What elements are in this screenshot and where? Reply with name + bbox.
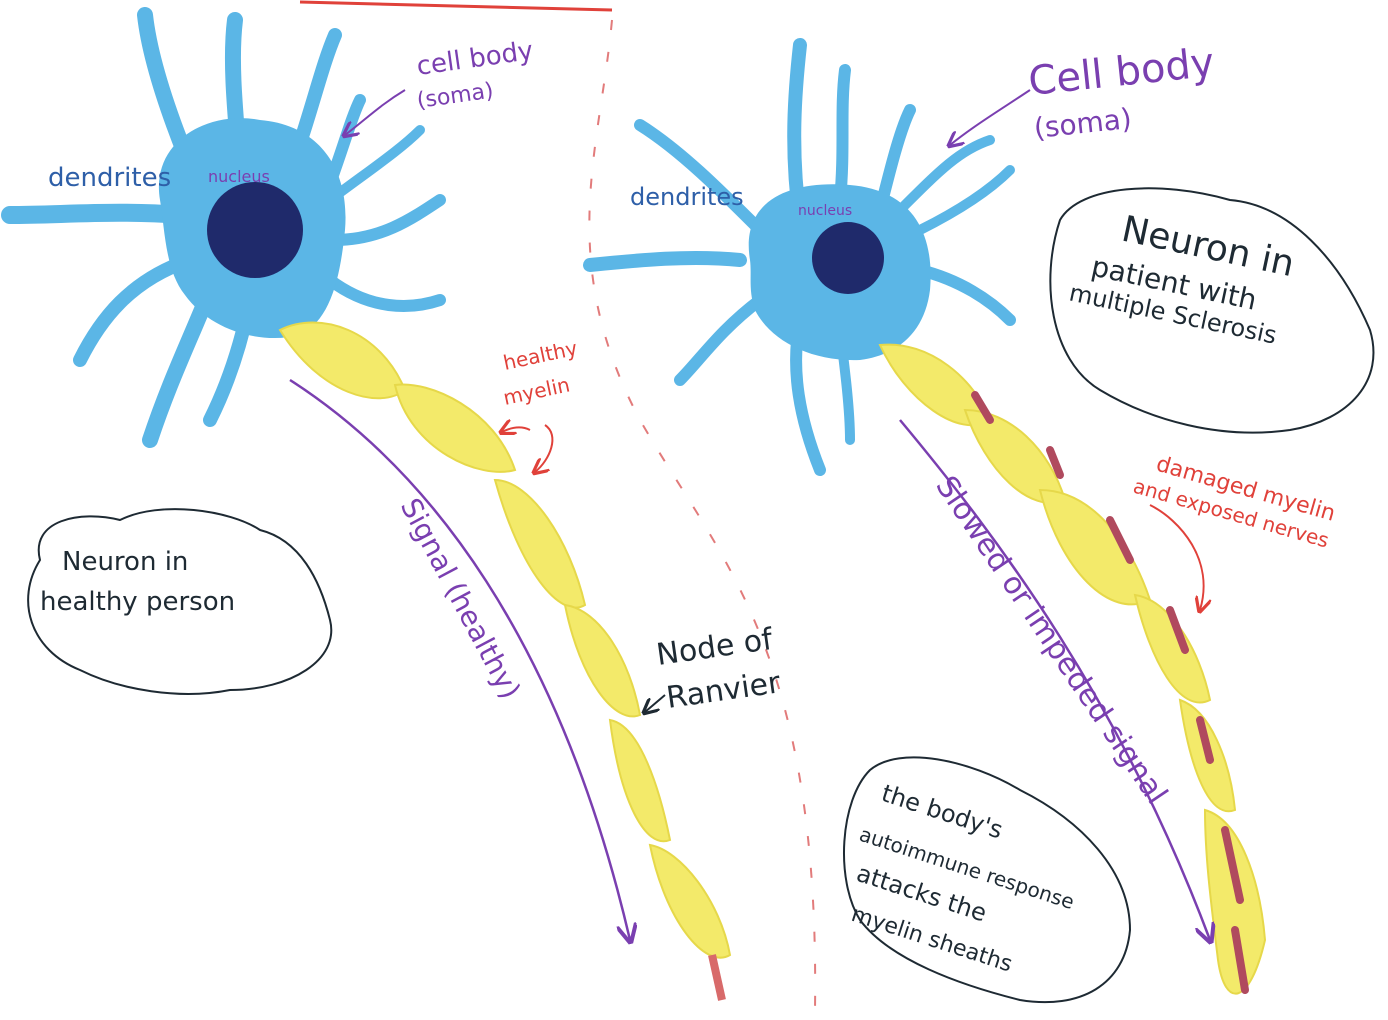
left-nucleus (207, 182, 303, 278)
left-myelin-line2: myelin (501, 372, 572, 409)
left-caption-line1: Neuron in (62, 547, 188, 577)
left-node-line2: Ranvier (664, 665, 783, 716)
right-cell-body-line2: (soma) (1032, 102, 1133, 145)
right-nucleus-label: nucleus (798, 203, 852, 219)
top-red-line (300, 2, 612, 10)
left-axon-terminal (712, 955, 722, 1000)
left-dendrites-label: dendrites (48, 163, 171, 193)
left-myelin-line1: healthy (501, 336, 580, 375)
left-caption-line2: healthy person (40, 587, 235, 617)
left-node-line1: Node of (654, 622, 776, 673)
right-damage-arrow (1150, 505, 1204, 610)
left-signal-arrow (290, 380, 630, 940)
right-nucleus (812, 222, 884, 294)
left-cell-body-line1: cell body (415, 36, 535, 82)
left-cell-body-label: cell body (soma) (415, 36, 535, 114)
left-myelin-arrow2 (502, 427, 530, 432)
left-cell-body-line2: (soma) (415, 78, 495, 113)
right-dendrites-label: dendrites (630, 183, 744, 211)
left-node-arrow (645, 695, 665, 712)
right-cell-body-line1: Cell body (1026, 40, 1216, 105)
left-signal-label: Signal (healthy) (394, 493, 527, 704)
right-note-line4: myelin sheaths (848, 902, 1015, 978)
left-myelin-arrow (535, 425, 552, 472)
left-nucleus-label: nucleus (208, 167, 270, 186)
